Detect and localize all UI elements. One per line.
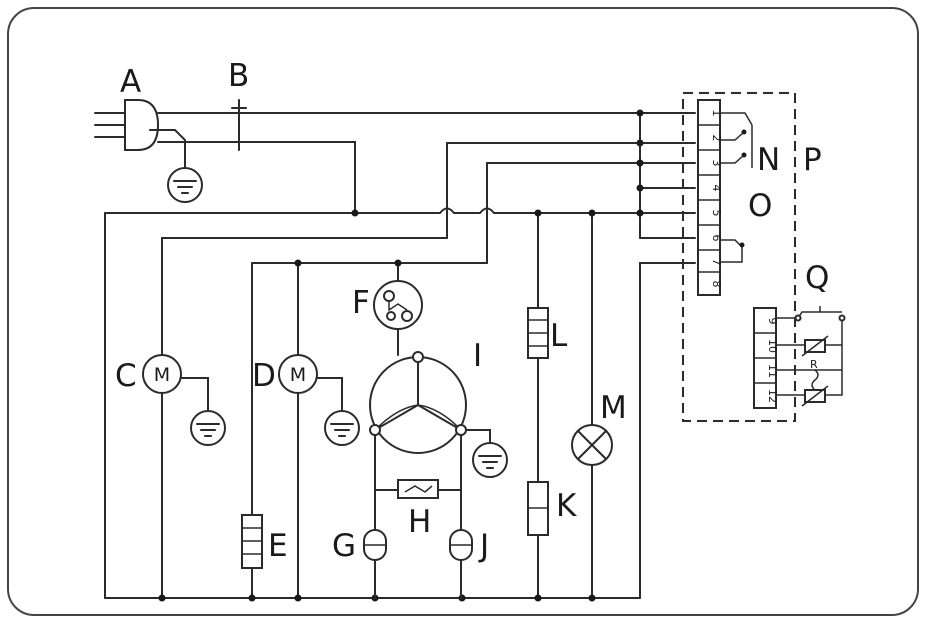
resistor-E: [241, 514, 263, 569]
terminal-6: 6: [710, 235, 723, 242]
terminal-5: 5: [710, 210, 723, 217]
terminal-7: 7: [710, 259, 723, 266]
relay-H: [374, 479, 462, 499]
label-K: K: [556, 488, 577, 524]
label-M: M: [600, 390, 627, 426]
ground-symbol-I: [472, 442, 508, 478]
terminal-4: 4: [710, 185, 723, 192]
label-H: H: [408, 504, 431, 540]
capacitor-G: [363, 529, 387, 561]
label-Q: Q: [805, 260, 829, 296]
terminal-block-1-8: 1 2 3 4 5 6 7 8: [697, 99, 723, 296]
terminal-2: 2: [710, 135, 723, 142]
plug-A: [94, 99, 186, 169]
label-G: G: [332, 528, 356, 564]
label-L: L: [550, 318, 568, 354]
wire-terminals-right: [639, 112, 696, 599]
label-D: D: [252, 358, 276, 394]
terminal-11: 11: [766, 364, 779, 378]
terminal-1: 1: [710, 110, 723, 117]
ground-symbol-C: [190, 410, 226, 446]
ground-symbol-D: [324, 410, 360, 446]
label-O: O: [748, 188, 772, 224]
terminal-9: 9: [766, 318, 779, 325]
label-N: N: [757, 142, 780, 178]
capacitor-J: [449, 529, 473, 561]
ground-symbol-plug: [167, 167, 203, 203]
lamp-M: [571, 424, 613, 466]
terminal-10: 10: [766, 339, 779, 353]
label-C: C: [115, 358, 137, 394]
neutral-bus: [104, 207, 696, 214]
terminal-block-9-12: 9 10 11 12: [753, 307, 779, 409]
junction-dots: [158, 109, 644, 602]
label-I: I: [473, 338, 482, 374]
heater-L: [527, 307, 549, 359]
terminal-3: 3: [710, 160, 723, 167]
label-J: J: [478, 528, 489, 564]
protector-F: [373, 280, 423, 356]
terminal-12: 12: [766, 389, 779, 403]
wire-L-K-M: [537, 212, 593, 599]
motor-D: M: [278, 354, 343, 411]
motor-C-symbol: M: [154, 364, 170, 386]
label-F: F: [352, 285, 370, 321]
controller-box-P: [682, 92, 796, 422]
label-R: R: [810, 358, 818, 371]
motor-D-symbol: M: [290, 364, 306, 386]
relay-contacts-N: [720, 112, 753, 168]
wire-terminal3-D: [251, 162, 696, 599]
compressor-I: [369, 351, 491, 599]
relay-contact-O: [720, 239, 745, 263]
wire-terminal2-C: [161, 142, 696, 599]
terminal-8: 8: [710, 281, 723, 288]
label-P: P: [803, 142, 822, 178]
fuse-K: [527, 481, 549, 536]
sensors-R: [776, 335, 843, 407]
component-labels: A B C D E F G H I J K L M N O P Q R: [115, 58, 829, 564]
label-E: E: [268, 528, 288, 564]
label-B: B: [228, 58, 249, 94]
motor-C: M: [142, 354, 209, 411]
label-A: A: [120, 64, 141, 100]
diagram-frame: [7, 7, 919, 616]
switch-Q: [776, 306, 846, 345]
